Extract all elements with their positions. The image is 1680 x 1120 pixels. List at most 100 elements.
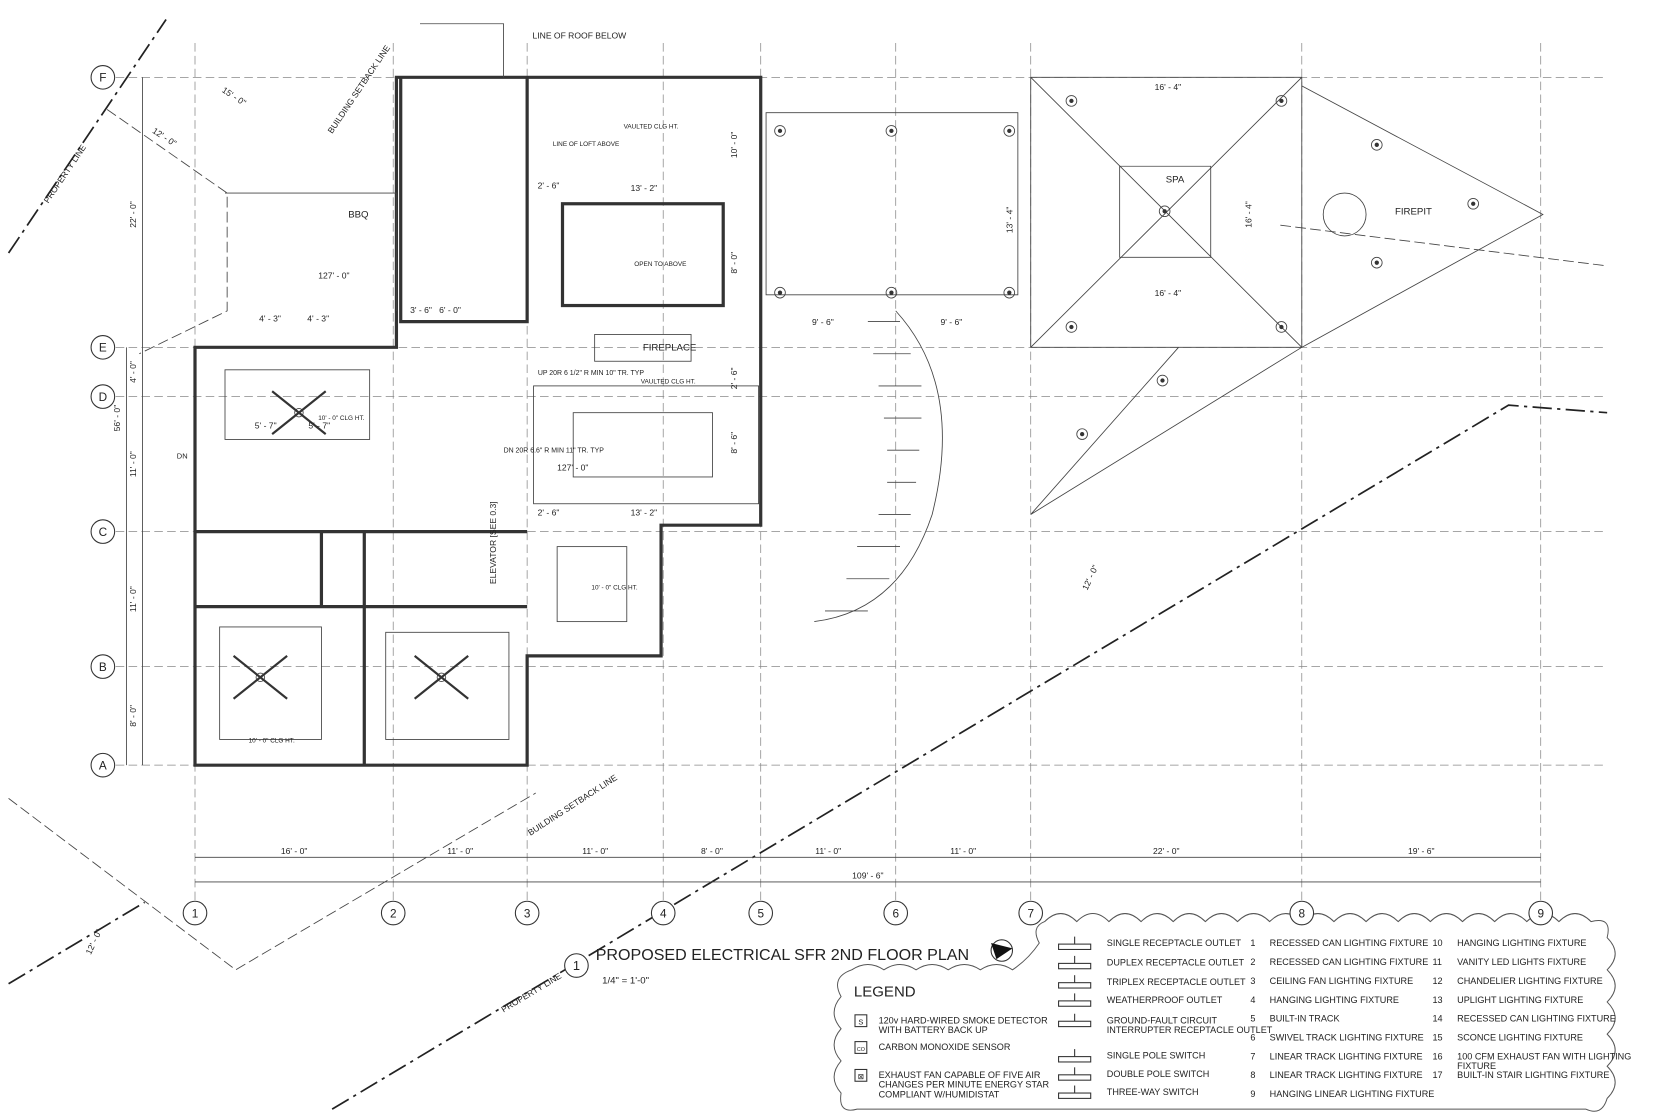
- grid-column-label: 3: [524, 907, 531, 920]
- grid-bubble: [90, 384, 116, 409]
- outlet-symbol-icon: [1058, 1049, 1092, 1063]
- grid-bubble: [90, 519, 116, 544]
- fixture-number: 12: [1433, 976, 1443, 986]
- light-fixture-icon: [1065, 95, 1078, 107]
- dimension-label: 4' - 3": [307, 314, 329, 324]
- ceiling-fan-icon: [271, 390, 327, 435]
- outlet-symbol-icon: [1058, 975, 1092, 989]
- grid-lines: [115, 43, 1608, 901]
- legend-item-label: EXHAUST FAN CAPABLE OF FIVE AIR: [879, 1070, 1041, 1080]
- fixture-label: VANITY LED LIGHTS FIXTURE: [1457, 957, 1586, 967]
- grid-bubble: [1018, 900, 1044, 926]
- annotation-clg: 10' - 0" CLG HT.: [318, 415, 364, 422]
- dimension-label: 13' - 4": [1005, 207, 1015, 234]
- fixture-number: 8: [1250, 1070, 1255, 1080]
- light-fixture-icon: [1275, 321, 1288, 333]
- fixture-label: CEILING FAN LIGHTING FIXTURE: [1270, 976, 1414, 986]
- light-fixture-icon: [1003, 286, 1016, 299]
- setback-line: [106, 109, 228, 355]
- legend-item-label: WITH BATTERY BACK UP: [879, 1025, 988, 1035]
- outlet-symbol-icon: [1058, 1085, 1092, 1099]
- dimension-label: 12' - 0": [84, 928, 104, 956]
- legend-symbol-label: INTERRUPTER RECEPTACLE OUTLET: [1107, 1025, 1273, 1035]
- legend-symbol-label: THREE-WAY SWITCH: [1107, 1087, 1199, 1097]
- fixture-label: LINEAR TRACK LIGHTING FIXTURE: [1270, 1051, 1423, 1061]
- fixture-label: RECESSED CAN LIGHTING FIXTURE: [1270, 957, 1429, 967]
- fixture-number: 5: [1250, 1014, 1255, 1024]
- annotation-bbq: BBQ: [348, 210, 369, 221]
- light-fixture-icon: [1158, 205, 1171, 218]
- fixture-label: SCONCE LIGHTING FIXTURE: [1457, 1033, 1583, 1043]
- grid-bubble: [90, 64, 116, 90]
- legend-item-label: CHANGES PER MINUTE ENERGY STAR: [879, 1080, 1050, 1090]
- dimension-label: 2' - 6": [538, 181, 560, 191]
- dimension-label: 8' - 0": [729, 252, 739, 274]
- fixture-label: HANGING LIGHTING FIXTURE: [1270, 995, 1399, 1005]
- grid-column-label: 2: [390, 907, 397, 920]
- grid-column-label: 7: [1027, 907, 1034, 920]
- grid-bubble: [90, 334, 116, 360]
- fixture-number: 9: [1250, 1089, 1255, 1099]
- grid-bubble: [90, 752, 116, 778]
- ceiling-fan-icon: [413, 655, 469, 700]
- dimension-label: 10' - 0": [729, 132, 739, 159]
- svg-text:CO: CO: [857, 1047, 865, 1053]
- grid-column-label: 5: [757, 907, 764, 920]
- dimension-label: 12' - 0": [1080, 563, 1100, 591]
- fixture-label: CHANDELIER LIGHTING FIXTURE: [1457, 976, 1603, 986]
- fixture-label: RECESSED CAN LIGHTING FIXTURE: [1457, 1014, 1616, 1024]
- annotation-vaulted-clg: VAULTED CLG HT.: [641, 379, 696, 386]
- dimension-label: 56' - 0": [112, 405, 122, 432]
- legend-item-label: 120v HARD-WIRED SMOKE DETECTOR: [879, 1015, 1049, 1025]
- fixture-number: 17: [1433, 1070, 1443, 1080]
- legend-symbol-label: DUPLEX RECEPTACLE OUTLET: [1107, 958, 1245, 968]
- grid-bubble: [514, 900, 540, 926]
- grid-column-label: 4: [660, 907, 667, 920]
- grid-row-label: C: [99, 526, 108, 539]
- dimension-label: 11' - 0": [128, 451, 138, 477]
- dimension-label: 12' - 0": [151, 126, 179, 149]
- fixture-number: 11: [1433, 957, 1442, 967]
- fixture-label: RECESSED CAN LIGHTING FIXTURE: [1270, 938, 1429, 948]
- light-fixture-icon: [1003, 125, 1016, 137]
- annotation-building-setback: BUILDING SETBACK LINE: [326, 43, 393, 135]
- dimension-label: 2' - 6": [729, 367, 739, 389]
- dimension-label: 8' - 0": [128, 705, 138, 727]
- dimension-label: 22' - 0": [128, 201, 138, 228]
- dimension-label: 11' - 0": [447, 846, 473, 856]
- grid-column-label: 8: [1299, 907, 1306, 920]
- exhaust-fan-icon: ⊠: [854, 1068, 868, 1082]
- dimension-label: 13' - 2": [631, 508, 658, 518]
- scale-text: 1/4" = 1'-0": [602, 976, 650, 987]
- annotation-clg: 10' - 0" CLG HT.: [591, 584, 637, 591]
- property-line: [8, 901, 146, 985]
- fixture-number: 7: [1250, 1051, 1255, 1061]
- fixture-number: 16: [1433, 1051, 1443, 1061]
- annotation-building-setback: BUILDING SETBACK LINE: [526, 772, 619, 837]
- property-line: [331, 404, 1608, 1110]
- fixture-number: 4: [1250, 995, 1255, 1005]
- dimension-label: 2' - 6": [538, 508, 560, 518]
- fixture-label: LINEAR TRACK LIGHTING FIXTURE: [1270, 1070, 1423, 1080]
- setback-line: [8, 792, 536, 971]
- fixture-number: 13: [1433, 995, 1443, 1005]
- fixture-label: UPLIGHT LIGHTING FIXTURE: [1457, 995, 1583, 1005]
- grid-row-label: D: [99, 391, 108, 404]
- annotation-line-of-roof: LINE OF ROOF BELOW: [533, 31, 628, 41]
- light-fixture-icon: [774, 125, 786, 137]
- grid-bubble: [1289, 900, 1315, 926]
- dimension-label: 9' - 6": [941, 317, 963, 327]
- outlet-symbol-icon: [1058, 1013, 1092, 1028]
- ceiling-fans: [232, 95, 1479, 700]
- outlet-symbol-icon: [1058, 1067, 1092, 1081]
- grid-bubble: [748, 900, 774, 926]
- dimension-label: 11' - 0": [128, 586, 138, 612]
- ceiling-fan-icon: [232, 655, 288, 700]
- legend-symbol-label: DOUBLE POLE SWITCH: [1107, 1069, 1210, 1079]
- annotation-up: UP 20R 6 1/2" R MIN 10" TR. TYP: [538, 370, 645, 377]
- annotation-elevator: ELEVATOR [SEE 0.3]: [488, 501, 498, 584]
- legend-symbol-label: TRIPLEX RECEPTACLE OUTLET: [1107, 977, 1246, 987]
- fixture-number: 2: [1250, 957, 1255, 967]
- dimension-label: 11' - 0": [582, 846, 608, 856]
